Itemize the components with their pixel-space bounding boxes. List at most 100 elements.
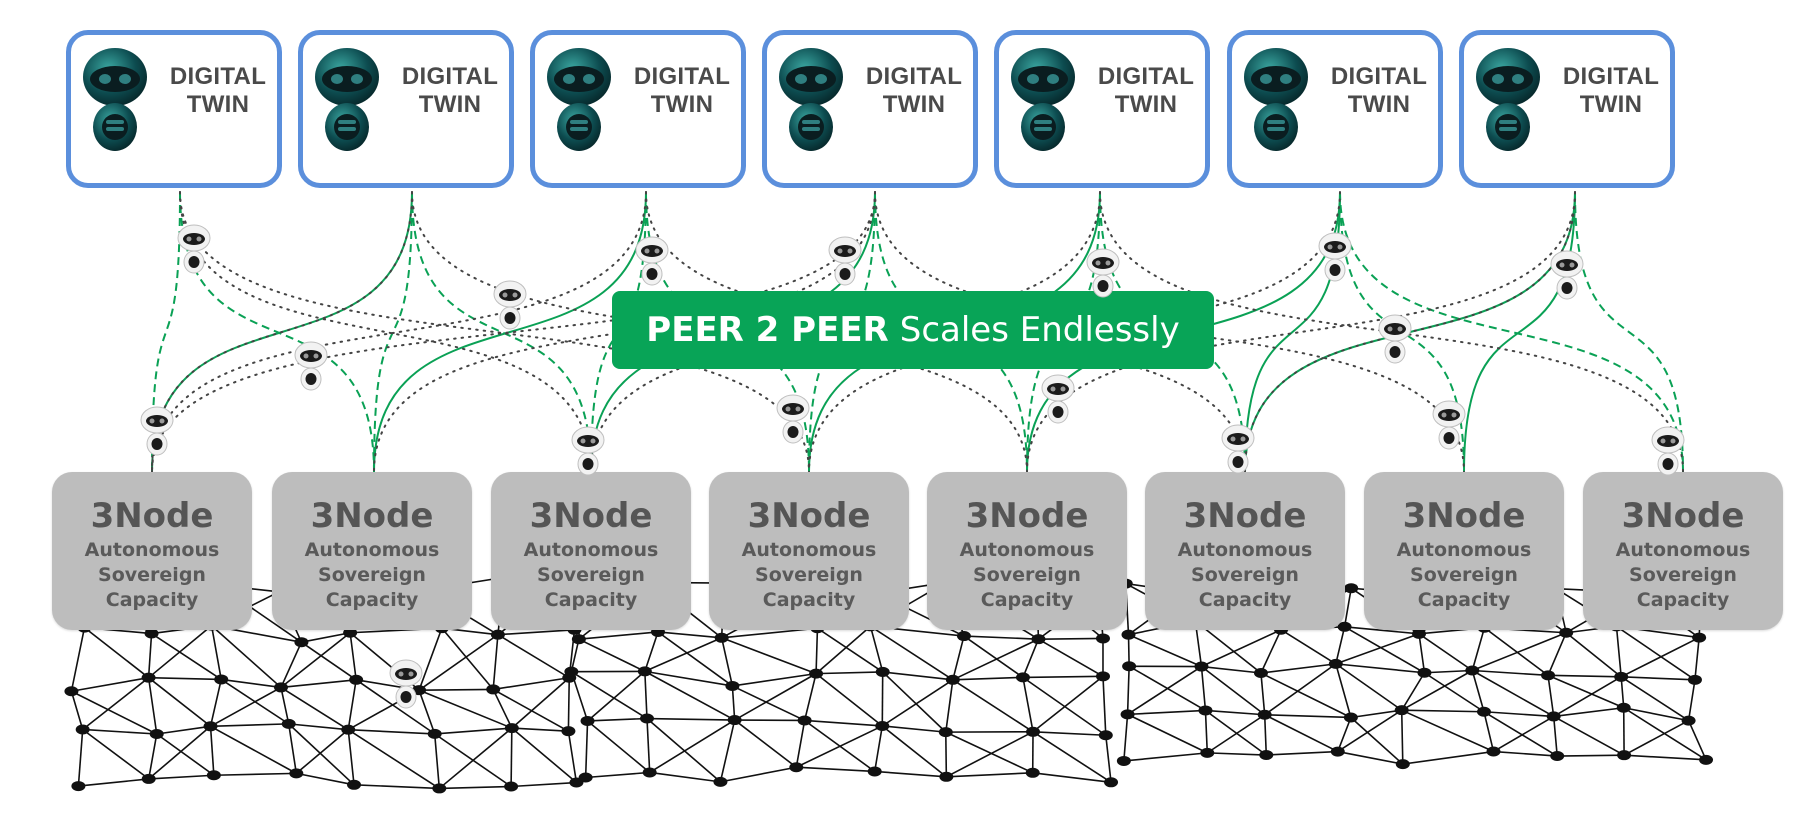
mesh-edge: [1264, 714, 1339, 753]
mesh-edge: [1032, 771, 1112, 784]
mesh-node: [1616, 702, 1631, 713]
mesh-edge: [1350, 716, 1404, 765]
mesh-node: [1194, 661, 1209, 672]
mesh-edge: [210, 625, 223, 680]
mesh-edge: [280, 687, 290, 725]
node-title: 3Node: [747, 496, 871, 536]
mesh-edge: [644, 671, 648, 719]
mesh-node: [1541, 670, 1556, 681]
mesh-node: [809, 668, 824, 679]
mesh-node: [203, 721, 218, 732]
mesh-edge: [148, 676, 222, 681]
digital-twin-label: DIGITAL TWIN: [633, 63, 731, 118]
robot-icon: [1011, 48, 1075, 151]
mesh-edge: [492, 689, 513, 729]
mesh-edge: [578, 631, 659, 640]
mesh-edge: [1344, 626, 1425, 674]
mesh-edge: [147, 677, 158, 735]
mesh-node: [561, 726, 576, 737]
mesh-edge: [82, 728, 150, 780]
mesh-edge: [1623, 706, 1689, 722]
mesh-edge: [280, 641, 303, 688]
mesh-edge: [1620, 676, 1690, 722]
mesh-node: [1095, 633, 1110, 644]
mesh-edge: [578, 638, 646, 673]
mesh-edge: [1350, 709, 1402, 719]
node-line-sovereign: Sovereign: [98, 564, 206, 586]
mesh-node: [639, 713, 654, 724]
mesh-edge: [1127, 713, 1208, 754]
mesh-edge: [77, 729, 84, 787]
robot-icon: [571, 426, 605, 476]
mesh-edge: [1260, 672, 1266, 715]
node-line-autonomous: Autonomous: [959, 539, 1095, 561]
peer-link-dotted: [151, 191, 876, 473]
mesh-edge: [1623, 719, 1689, 756]
mesh-edge: [1615, 626, 1622, 677]
mesh-node: [1692, 632, 1707, 643]
mesh-edge: [1547, 674, 1625, 709]
node-line-autonomous: Autonomous: [304, 539, 440, 561]
mesh-node: [1486, 746, 1501, 757]
mesh-edge: [210, 686, 282, 727]
mesh-node: [1412, 628, 1427, 639]
mesh-node: [141, 773, 156, 784]
mesh-edge: [493, 676, 570, 691]
mesh-node: [486, 684, 501, 695]
mesh-edge: [732, 672, 817, 687]
mesh-edge: [148, 774, 214, 780]
mesh-edge: [1548, 674, 1622, 678]
node-title: 3Node: [529, 496, 653, 536]
mesh-edge: [945, 731, 1034, 774]
mesh-edge: [1280, 629, 1337, 665]
mesh-edge: [945, 731, 1034, 778]
mesh-edge: [1022, 675, 1103, 679]
mesh-node: [1394, 705, 1409, 716]
robot-icon: [828, 236, 862, 286]
mesh-edge: [1483, 710, 1554, 718]
mesh-node: [1614, 671, 1629, 682]
mesh-edge: [963, 635, 1039, 640]
node-line-sovereign: Sovereign: [318, 564, 426, 586]
mesh-node: [797, 715, 812, 726]
mesh-node: [427, 728, 442, 739]
mesh-edge: [795, 720, 806, 768]
mesh-edge: [441, 627, 494, 690]
mesh-node: [1026, 726, 1041, 737]
mesh-node: [956, 631, 971, 642]
mesh-edge: [1401, 709, 1484, 713]
mesh-edge: [1038, 637, 1103, 640]
mesh-node: [564, 666, 579, 677]
mesh-node: [1330, 746, 1345, 757]
robot-icon: [1432, 400, 1466, 450]
mesh-edge: [1266, 750, 1338, 756]
mesh-edge: [882, 725, 946, 733]
mesh-edge: [1123, 714, 1129, 762]
mesh-node: [343, 627, 358, 638]
robot-icon: [1550, 250, 1584, 300]
mesh-edge: [82, 677, 150, 731]
mesh-node: [1476, 706, 1491, 717]
mesh-edge: [1547, 632, 1567, 676]
mesh-edge: [585, 771, 650, 779]
mesh-node: [714, 632, 729, 643]
mesh-edge: [71, 690, 158, 735]
mesh-edge: [804, 719, 883, 727]
node-title: 3Node: [1621, 496, 1745, 536]
mesh-edge: [1418, 633, 1473, 672]
mesh-node: [875, 666, 890, 677]
node-line-capacity: Capacity: [105, 589, 199, 611]
mesh-edge: [649, 719, 736, 774]
mesh-edge: [881, 679, 954, 727]
mesh-node: [504, 781, 519, 792]
mesh-edge: [1337, 717, 1352, 752]
mesh-edge: [1424, 672, 1485, 713]
mesh-node: [341, 724, 356, 735]
mesh-edge: [1471, 632, 1567, 672]
mesh-node: [1465, 665, 1480, 676]
mesh-edge: [587, 670, 646, 722]
digital-twin-card: DIGITAL TWIN: [994, 30, 1210, 188]
robot-icon: [635, 236, 669, 286]
